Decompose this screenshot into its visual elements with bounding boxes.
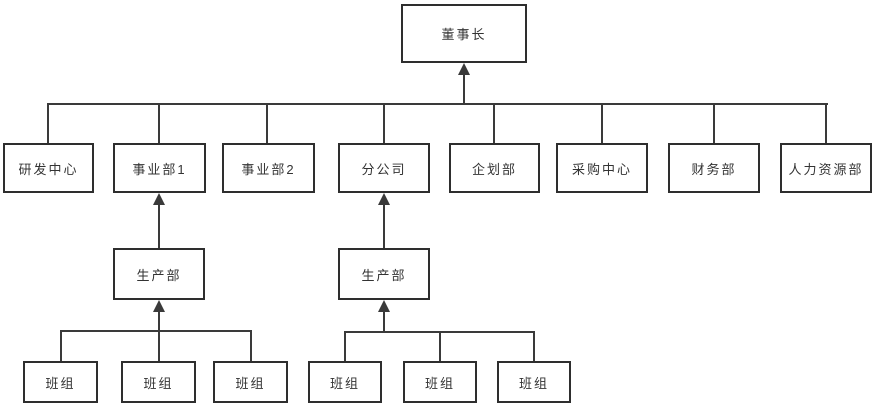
connector-production-left-arrow-line: [158, 205, 160, 248]
connector-stub-team-1: [60, 330, 62, 361]
org-node-business-unit-2: 事业部2: [222, 143, 315, 193]
up-arrowhead-production-left: [153, 300, 165, 312]
org-node-procurement-center: 采购中心: [556, 143, 648, 193]
org-node-planning-dept: 企划部: [449, 143, 540, 193]
up-arrowhead-chairman: [458, 63, 470, 75]
org-node-team-1: 班组: [23, 361, 98, 403]
connector-stub-team-6: [533, 331, 535, 361]
org-node-label: 班组: [424, 375, 455, 391]
connector-stub-planning-dept: [493, 103, 495, 143]
connector-stub-hr-dept: [825, 103, 827, 143]
connector-stub-rd-center: [47, 103, 49, 143]
connector-stub-procurement-center: [601, 103, 603, 143]
connector-stub-finance-dept: [713, 103, 715, 143]
org-node-label: 分公司: [361, 161, 407, 177]
connector-teams-left-arrow-line: [158, 312, 160, 331]
org-node-label: 人力资源部: [788, 161, 864, 177]
connector-stub-team-4: [344, 331, 346, 361]
org-node-team-5: 班组: [403, 361, 477, 403]
connector-stub-business-unit-2: [266, 103, 268, 143]
org-node-label: 企划部: [471, 161, 517, 177]
org-node-chairman: 董事长: [401, 4, 527, 63]
org-node-label: 班组: [235, 375, 266, 391]
up-arrowhead-production-right: [378, 300, 390, 312]
connector-level2-bus: [48, 103, 828, 105]
connector-chairman-arrow-line: [463, 74, 465, 105]
connector-production-right-arrow-line: [383, 205, 385, 248]
org-node-production-dept-right: 生产部: [338, 248, 430, 300]
connector-stub-business-unit-1: [158, 103, 160, 143]
connector-stub-team-2: [158, 330, 160, 361]
org-node-rd-center: 研发中心: [3, 143, 94, 193]
org-node-label: 生产部: [361, 267, 407, 283]
org-node-business-unit-1: 事业部1: [113, 143, 206, 193]
org-node-label: 班组: [518, 375, 549, 391]
org-node-team-4: 班组: [308, 361, 382, 403]
up-arrowhead-business-unit-1: [153, 193, 165, 205]
org-node-production-dept-left: 生产部: [113, 248, 205, 300]
org-node-team-3: 班组: [213, 361, 288, 403]
org-node-label: 班组: [143, 375, 174, 391]
up-arrowhead-branch-company: [378, 193, 390, 205]
connector-stub-team-3: [250, 330, 252, 361]
org-node-label: 事业部1: [132, 161, 187, 177]
org-node-label: 财务部: [691, 161, 737, 177]
org-node-label: 班组: [45, 375, 76, 391]
connector-stub-branch-company: [383, 103, 385, 143]
org-node-team-2: 班组: [121, 361, 196, 403]
org-node-branch-company: 分公司: [338, 143, 430, 193]
org-node-hr-dept: 人力资源部: [780, 143, 872, 193]
org-node-label: 班组: [329, 375, 360, 391]
connector-stub-team-5: [439, 331, 441, 361]
org-node-label: 生产部: [136, 267, 182, 283]
connector-teams-right-arrow-line: [383, 312, 385, 332]
org-node-label: 采购中心: [571, 161, 632, 177]
org-node-label: 事业部2: [241, 161, 296, 177]
org-node-finance-dept: 财务部: [668, 143, 760, 193]
org-node-team-6: 班组: [497, 361, 571, 403]
org-node-label: 董事长: [441, 27, 487, 42]
org-node-label: 研发中心: [18, 161, 79, 177]
connector-teams-left-bus: [60, 330, 252, 332]
